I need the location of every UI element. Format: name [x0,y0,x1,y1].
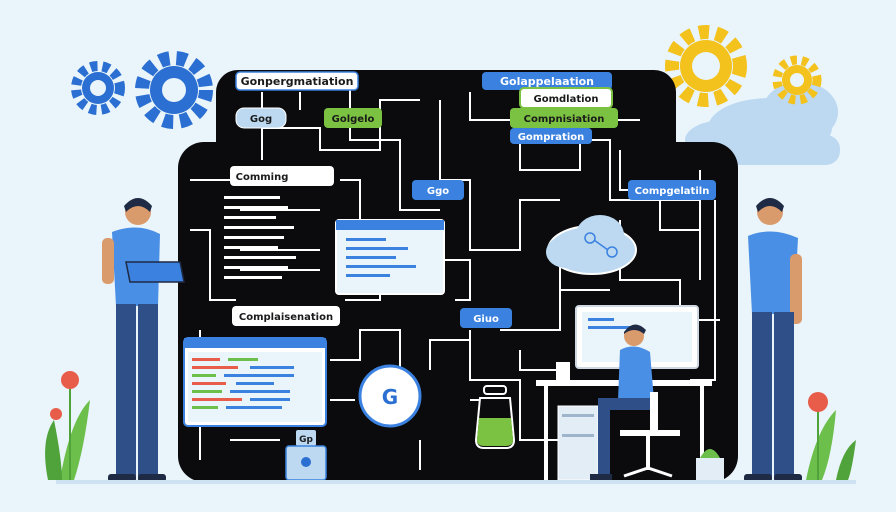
label-text: Golappelaation [500,75,594,88]
circuit-wires [190,90,720,470]
sitting-person [590,324,680,480]
plant-icon [696,392,856,482]
label-gompration: Gompration [510,128,592,144]
g-logo-text: G [382,385,398,409]
label-text: Comming [236,172,289,183]
label-text: Compgelatiln [635,186,710,197]
label-text: Gompration [518,132,585,143]
plant-icon [45,371,90,480]
label-text: Gomdlation [533,94,598,105]
code-window [335,219,445,295]
label-giuo: Giuo [460,308,512,328]
gear-icon [772,55,822,105]
label-text: Giuo [473,314,499,325]
label-top-right: Golappelaation [482,72,612,90]
label-compnisiation: Compnisiation [510,108,618,128]
label-gog: Gog [235,107,287,129]
code-lines [224,196,296,279]
label-complaisenation: Complaisenation [232,306,340,326]
label-gomdlation: Gomdlation [519,87,613,109]
standing-person-right [744,198,802,482]
server-box: Gp [285,430,327,481]
label-text: Compnisiation [524,114,605,125]
editor-window [183,337,327,427]
standing-person-left [102,198,185,482]
label-comming: Comming [230,166,334,186]
gear-icon [135,51,213,129]
g-logo-icon: G [358,364,422,428]
flask-icon [474,385,516,449]
gear-icon [665,25,747,107]
ground-line [56,480,856,484]
label-text: Gog [250,114,272,125]
label-text: Gonpergmatiation [241,75,354,88]
label-compgelatiln: Compgelatiln [628,180,716,200]
label-ggo: Ggo [412,180,464,200]
gear-icon [71,61,125,115]
label-text: Gp [299,435,313,445]
label-text: Golgelo [332,114,375,125]
label-top-left: Gonpergmatiation [235,71,359,91]
cloud-icon [546,215,637,275]
label-golgelo: Golgelo [324,108,382,128]
label-text: Ggo [427,186,449,197]
label-text: Complaisenation [239,312,333,323]
